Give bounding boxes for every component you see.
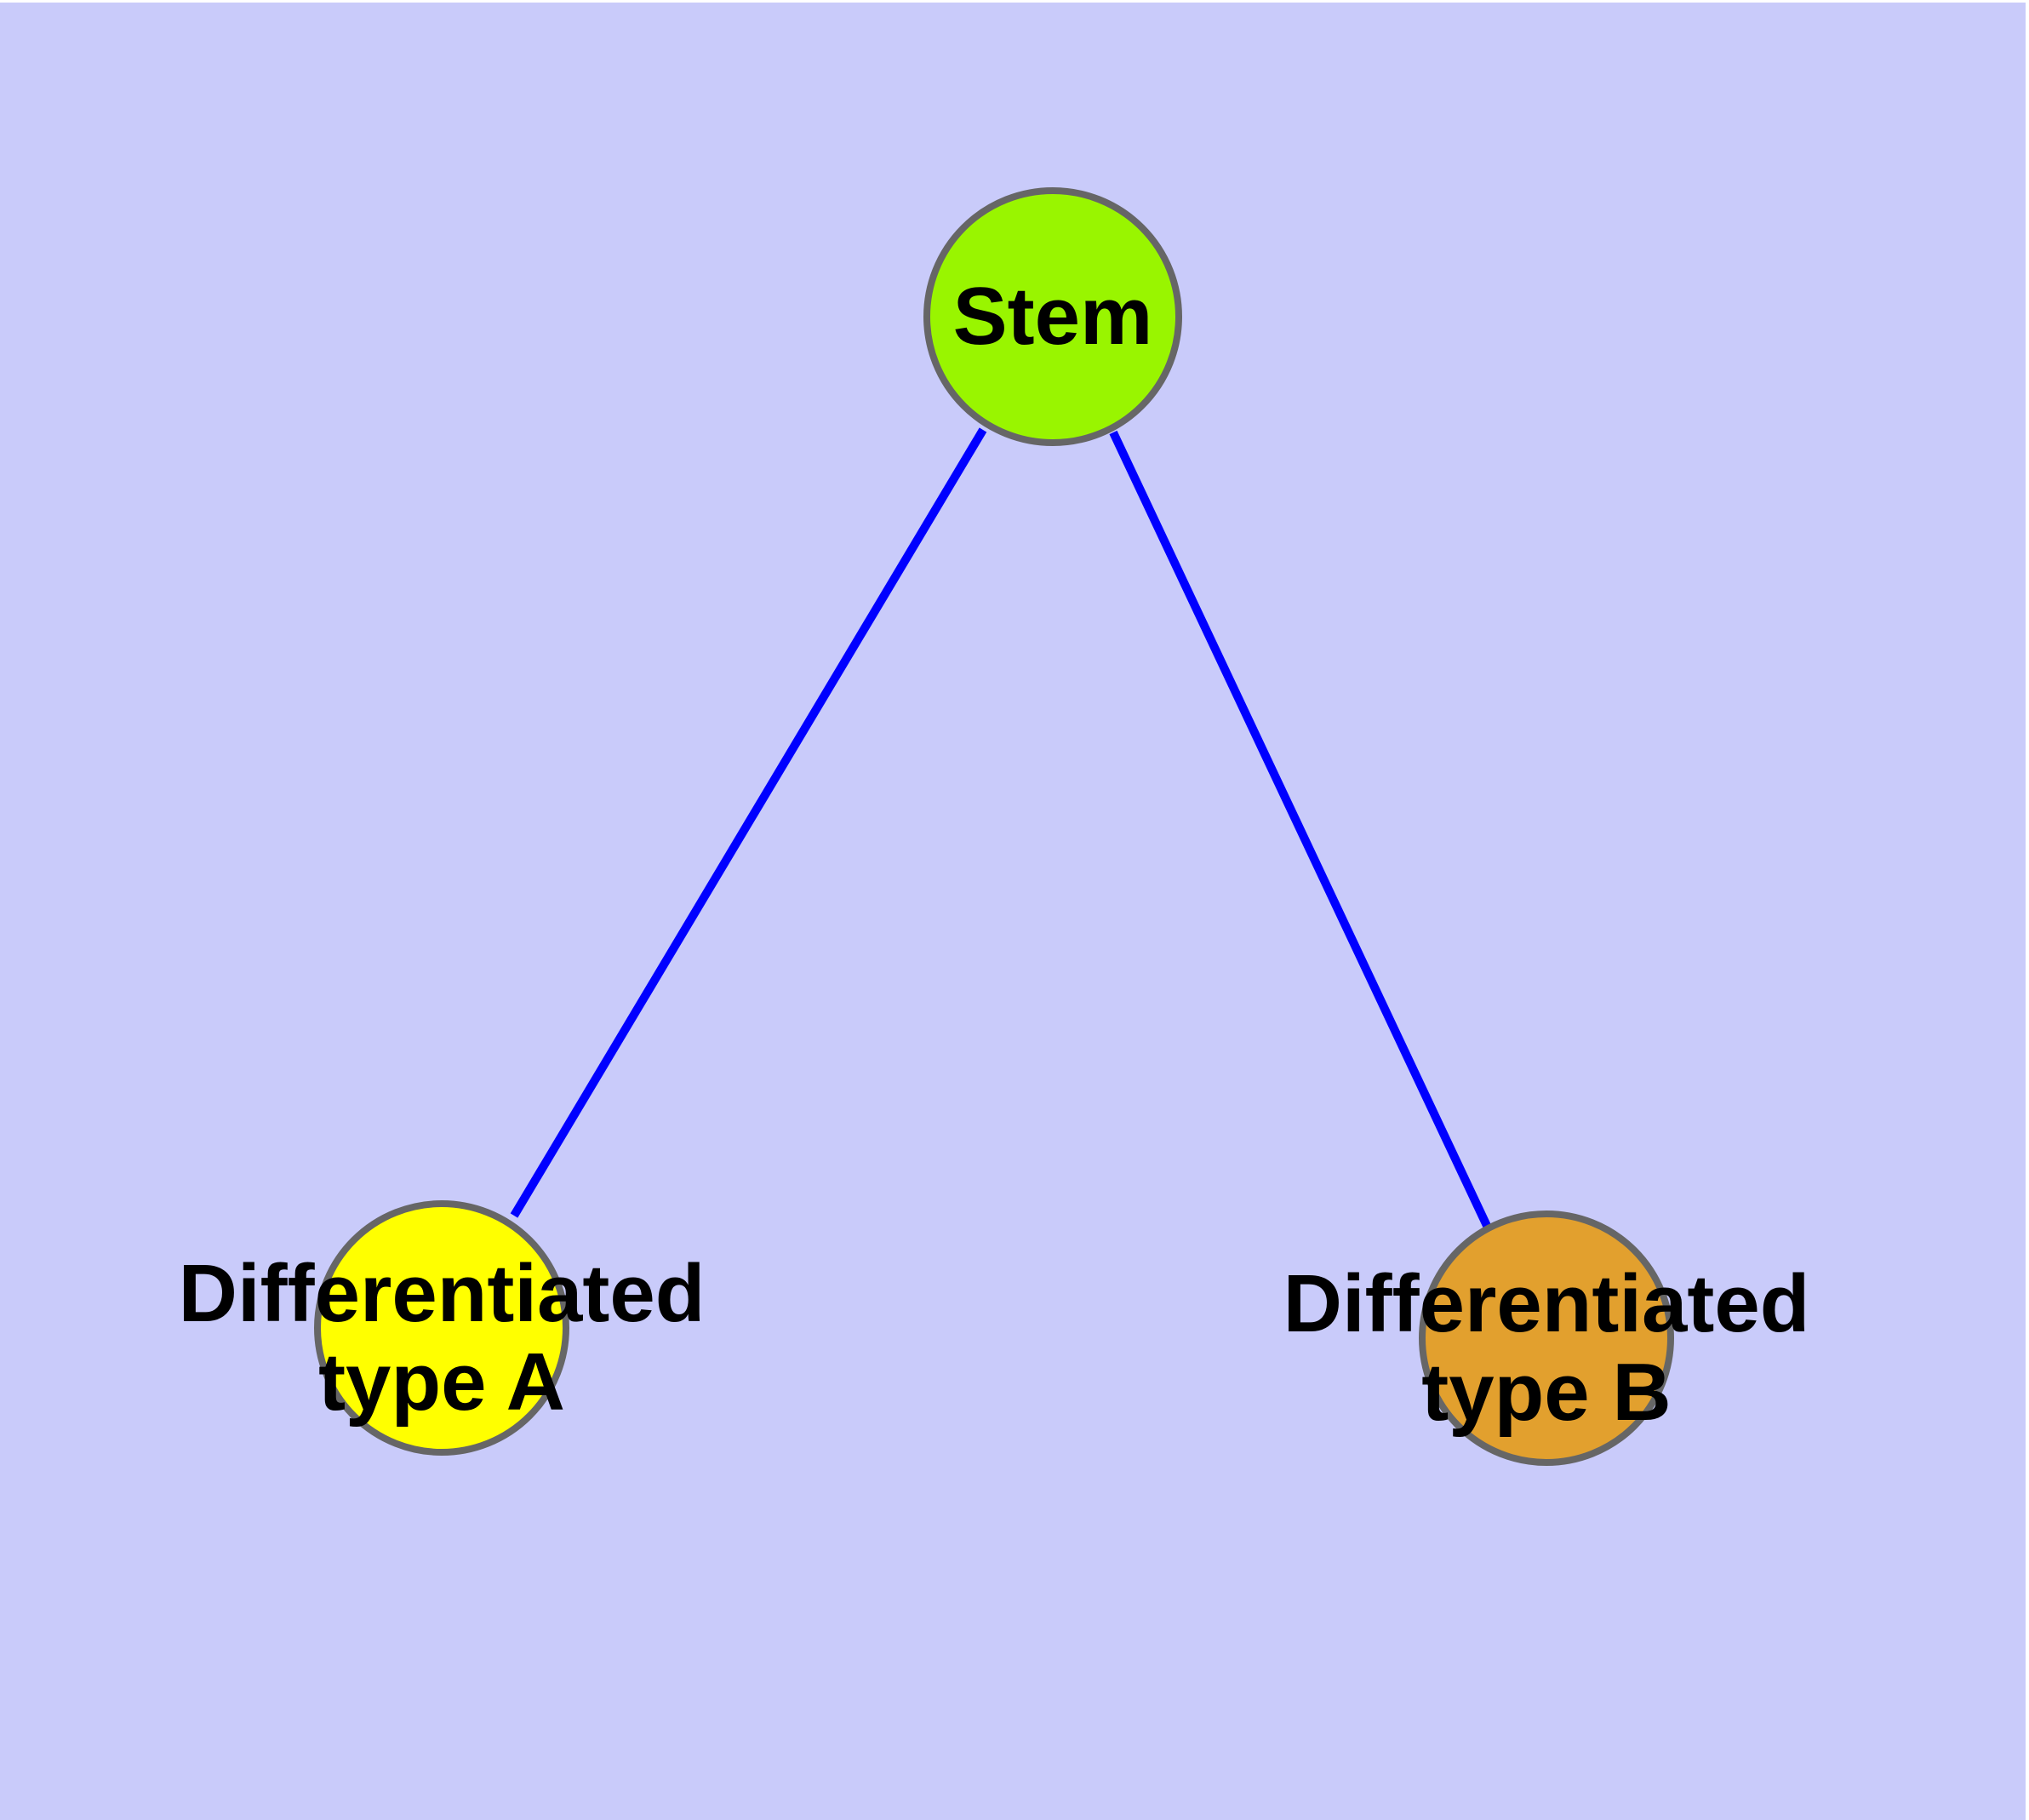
- node-layer: Stem Differentiated type A Differentiate…: [179, 187, 1810, 1466]
- node-diff-b-circle[interactable]: [1419, 1210, 1674, 1466]
- node-diff-a-circle[interactable]: [314, 1200, 569, 1456]
- node-diff-a-label-line-2: type A: [318, 1336, 565, 1428]
- edge-layer: [510, 427, 1492, 1230]
- edge-stem-to-diff-a: [510, 427, 987, 1218]
- node-diff-b[interactable]: Differentiated type B: [1283, 1210, 1810, 1466]
- node-diff-b-label-line-2: type B: [1421, 1347, 1671, 1438]
- node-diff-a[interactable]: Differentiated type A: [179, 1200, 706, 1456]
- node-stem-circle[interactable]: [923, 187, 1182, 446]
- node-diff-b-label-line-1: Differentiated: [1283, 1258, 1810, 1349]
- node-stem[interactable]: Stem: [923, 187, 1182, 446]
- node-diff-a-label-line-1: Differentiated: [179, 1248, 706, 1339]
- node-stem-label-line-1: Stem: [953, 271, 1153, 362]
- edge-stem-to-diff-b: [1109, 430, 1492, 1230]
